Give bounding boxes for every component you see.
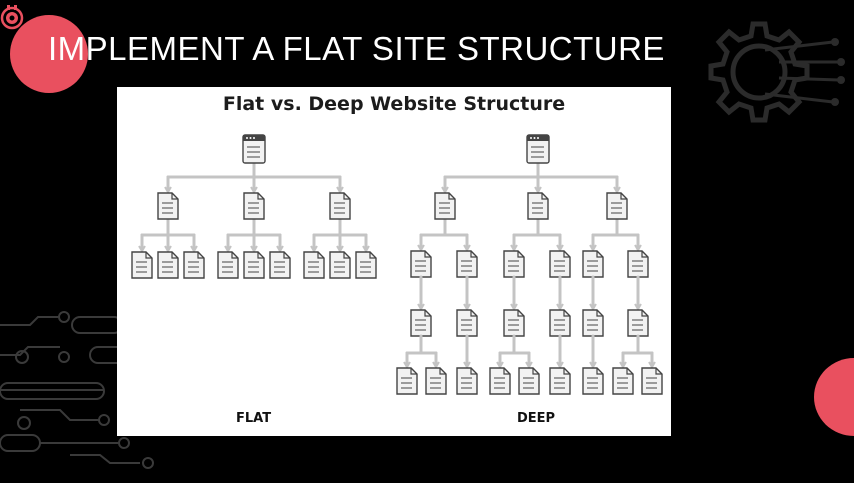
flat-level2-page-icon: [157, 251, 179, 279]
deep-level4-page-icon: [582, 367, 604, 395]
diagram-title: Flat vs. Deep Website Structure: [222, 93, 566, 115]
flat-level1-page-icon: [157, 192, 179, 220]
circuit-lines-icon: [0, 311, 154, 469]
deep-level1-page-icon: [527, 192, 549, 220]
bottom-strip: [0, 483, 854, 486]
deep-level2-page-icon: [582, 250, 604, 278]
flat-level2-page-icon: [131, 251, 153, 279]
deep-level1-page-icon: [606, 192, 628, 220]
gear-circuit-icon: [708, 21, 845, 123]
deep-label: DEEP: [517, 411, 556, 426]
deep-level2-page-icon: [410, 250, 432, 278]
deep-root-page-icon: [526, 134, 550, 164]
flat-level2-page-icon: [355, 251, 377, 279]
deep-level4-page-icon: [641, 367, 663, 395]
deep-level4-page-icon: [549, 367, 571, 395]
flat-level2-page-icon: [303, 251, 325, 279]
deep-level3-page-icon: [582, 309, 604, 337]
flat-root-page-icon: [242, 134, 266, 164]
deep-level4-page-icon: [425, 367, 447, 395]
flat-level2-page-icon: [243, 251, 265, 279]
deep-level2-page-icon: [503, 250, 525, 278]
deep-level4-page-icon: [518, 367, 540, 395]
deep-level4-page-icon: [612, 367, 634, 395]
deep-level3-page-icon: [456, 309, 478, 337]
site-structure-diagram: [131, 134, 663, 395]
flat-level2-page-icon: [269, 251, 291, 279]
deep-level2-page-icon: [627, 250, 649, 278]
brand-logo-icon: [0, 5, 24, 30]
flat-level2-page-icon: [217, 251, 239, 279]
flat-level1-page-icon: [329, 192, 351, 220]
deep-level2-page-icon: [549, 250, 571, 278]
deep-level3-page-icon: [549, 309, 571, 337]
slide-title: IMPLEMENT A FLAT SITE STRUCTURE: [48, 30, 665, 67]
flat-level2-page-icon: [329, 251, 351, 279]
deep-level2-page-icon: [456, 250, 478, 278]
flat-level2-page-icon: [183, 251, 205, 279]
deep-level4-page-icon: [396, 367, 418, 395]
flat-level1-page-icon: [243, 192, 265, 220]
deep-level4-page-icon: [489, 367, 511, 395]
flat-label: FLAT: [236, 411, 272, 426]
accent-circle-right: [814, 358, 854, 436]
deep-level3-page-icon: [503, 309, 525, 337]
deep-level3-page-icon: [627, 309, 649, 337]
accent-circle-left: [10, 15, 88, 93]
deep-level1-page-icon: [434, 192, 456, 220]
deep-level4-page-icon: [456, 367, 478, 395]
deep-level3-page-icon: [410, 309, 432, 337]
diagram-panel: Flat vs. Deep Website Structure FLAT DEE…: [117, 87, 671, 436]
